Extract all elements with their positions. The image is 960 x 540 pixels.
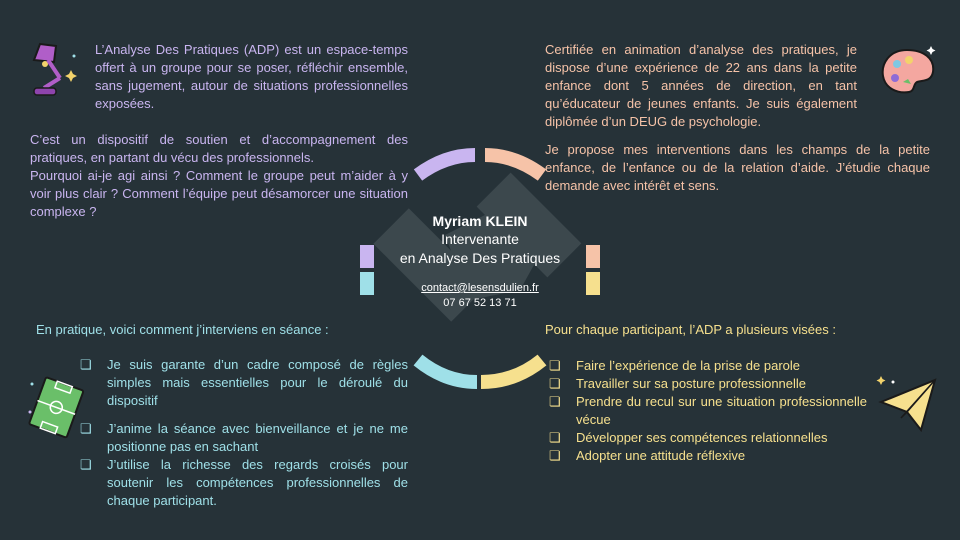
contact-card: Myriam KLEIN Intervenante en Analyse Des… [360,212,600,311]
checkbox-bullet-icon: ❏ [549,376,561,391]
paper-plane-icon [876,376,937,433]
list-item: ❏J’utilise la richesse des regards crois… [80,457,408,508]
paint-palette-icon [881,46,936,94]
arc-top-left [413,148,476,181]
checkbox-bullet-icon: ❏ [549,448,561,463]
checkbox-bullet-icon: ❏ [80,457,92,472]
football-field-icon [28,376,85,439]
desk-lamp-icon [32,42,77,96]
list-item: ❏Faire l’expérience de la prise de parol… [549,358,801,373]
phone-number: 07 67 52 13 71 [443,297,517,309]
intro-block: L’Analyse Des Pratiques (ADP) est un esp… [95,41,408,113]
checkbox-bullet-icon: ❏ [549,358,561,373]
role-line-2: en Analyse Des Pratiques [399,250,561,266]
email-link[interactable]: contact@lesensdulien.fr [421,282,539,294]
checkbox-bullet-icon: ❏ [549,430,561,445]
list-item: ❏Je suis garante d’un cadre composé de r… [80,357,408,408]
goals-list: ❏Faire l’expérience de la prise de parol… [549,357,867,465]
practice-list: ❏Je suis garante d’un cadre composé de r… [80,356,408,510]
adp-definition: L’Analyse Des Pratiques (ADP) est un esp… [95,42,408,111]
checkbox-bullet-icon: ❏ [80,421,92,436]
list-item: ❏J’anime la séance avec bienveillance et… [80,421,408,454]
interventions-text: Je propose mes interventions dans les ch… [545,142,930,193]
arc-bottom-left [413,354,478,389]
example-questions: Pourquoi ai-je agi ainsi ? Comment le gr… [30,168,408,219]
support-description: C’est un dispositif de soutien et d’acco… [30,132,408,165]
certification-text: Certifiée en animation d’analyse des pra… [545,42,857,129]
list-item: ❏Prendre du recul sur une situation prof… [549,394,867,427]
experience-block: Certifiée en animation d’analyse des pra… [545,41,857,131]
list-item: ❏Développer ses compétences relationnell… [549,430,828,445]
list-item: ❏Adopter une attitude réflexive [549,448,746,463]
support-block: C’est un dispositif de soutien et d’acco… [30,131,408,221]
checkbox-bullet-icon: ❏ [80,357,92,372]
list-item: ❏Travailler sur sa posture professionnel… [549,376,807,391]
arc-top-right [484,148,547,181]
handshake-icon [373,172,582,322]
goals-heading: Pour chaque participant, l’ADP a plusieu… [545,322,836,337]
person-name: Myriam KLEIN [432,213,528,229]
arc-bottom-right [480,354,547,389]
interventions-block: Je propose mes interventions dans les ch… [545,141,930,195]
practice-heading: En pratique, voici comment j’interviens … [36,322,329,337]
checkbox-bullet-icon: ❏ [549,394,561,409]
role-line-1: Intervenante [441,231,519,247]
